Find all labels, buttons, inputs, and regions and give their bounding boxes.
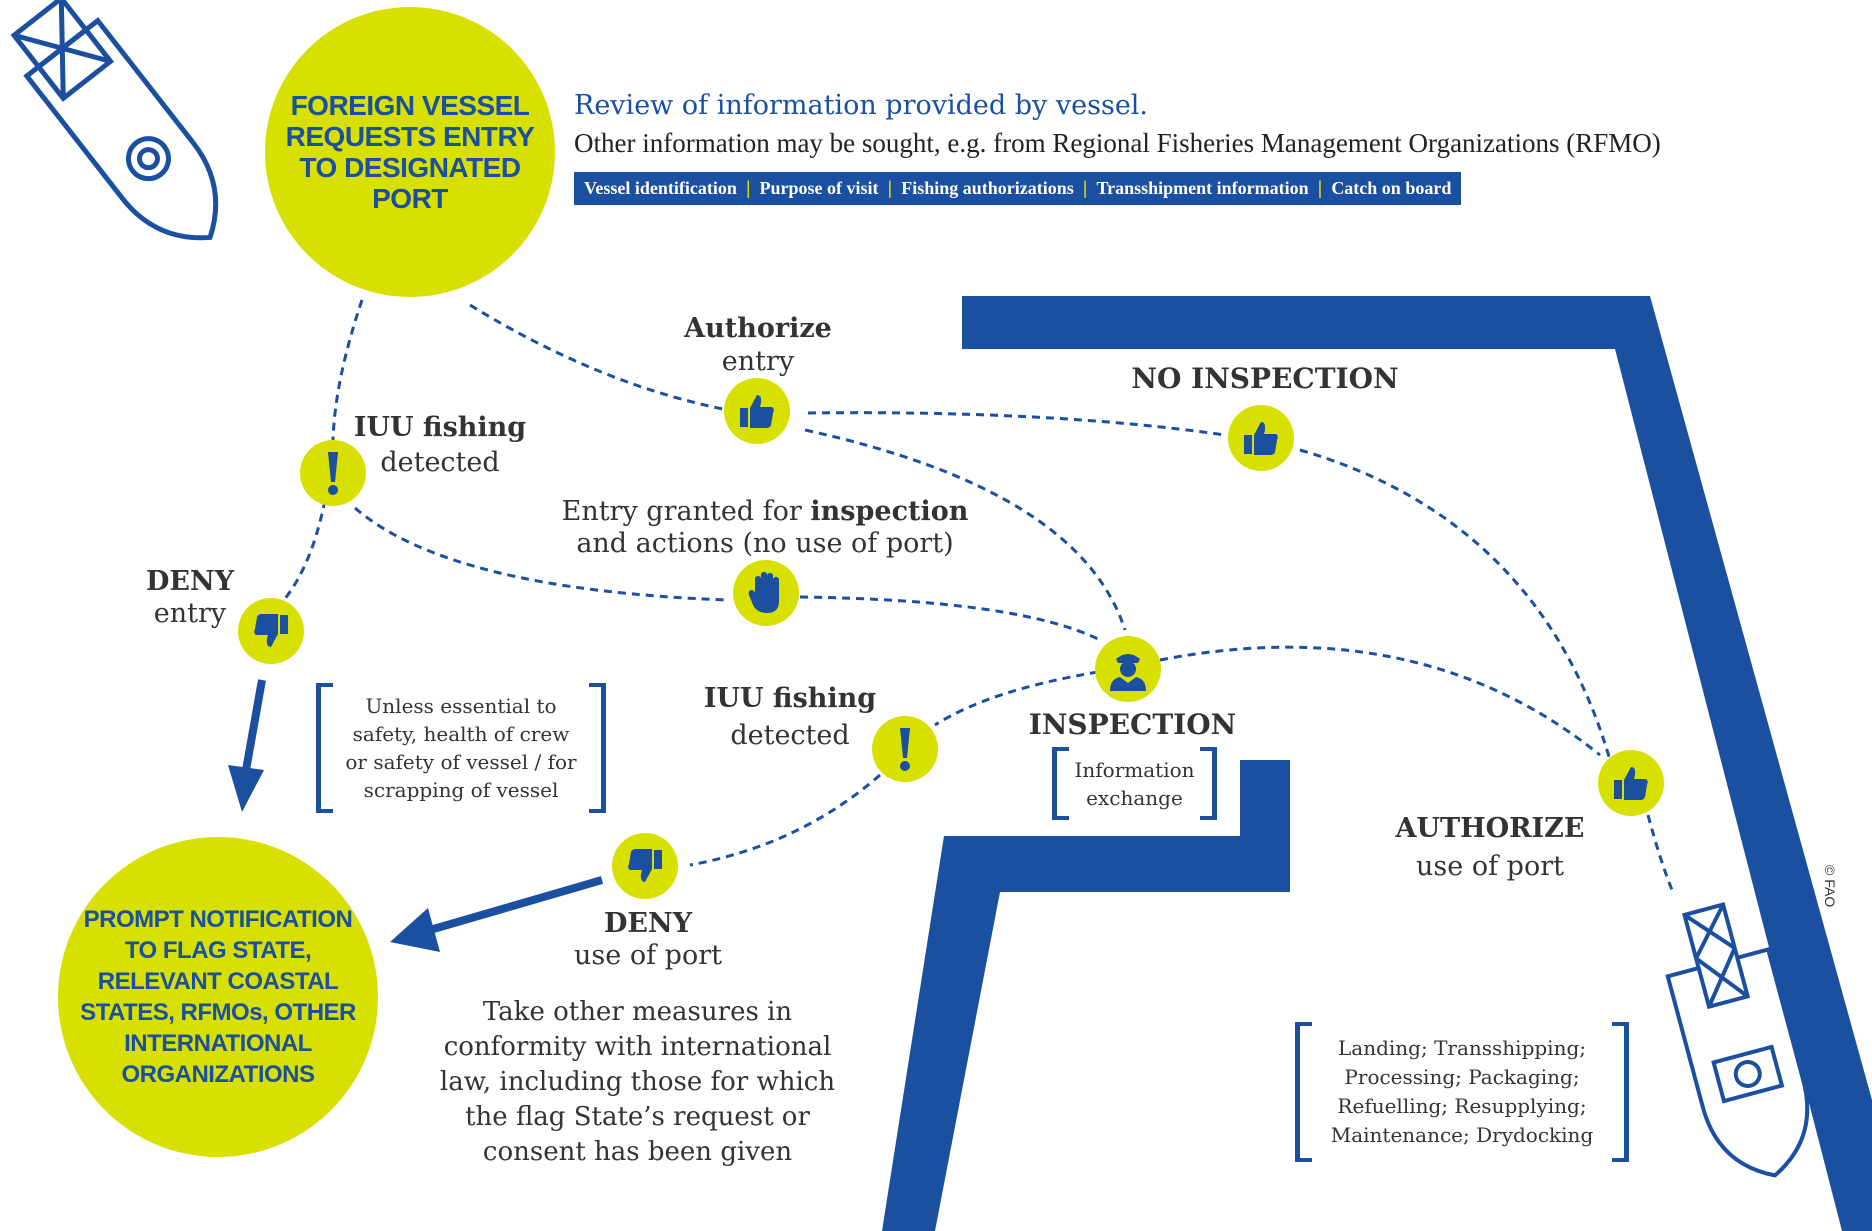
entry-inspection-pre: Entry granted for <box>561 496 802 527</box>
deny-use-label: DENY use of port <box>548 908 748 972</box>
info-item: Purpose of visit <box>759 178 879 198</box>
credit-text: © FAO <box>1822 865 1838 908</box>
path-inspection-to-iuu-mid <box>934 670 1099 727</box>
deny-use-bold: DENY <box>604 908 692 939</box>
other-measures-text: Take other measures in conformity with i… <box>439 997 836 1167</box>
path-authorize-to-inspection <box>804 428 1127 631</box>
iuu-top-bold: IUU fishing <box>353 412 527 443</box>
unless-box: Unless essential to safety, health of cr… <box>316 683 606 813</box>
inspection-node <box>1095 636 1161 702</box>
iuu-mid-normal: detected <box>730 720 850 751</box>
info-item: Vessel identification <box>584 178 737 198</box>
deny-use-normal: use of port <box>574 940 722 971</box>
unless-text: Unless essential to safety, health of cr… <box>345 694 577 802</box>
info-separator: | <box>887 178 893 198</box>
review-subtitle: Other information may be sought, e.g. fr… <box>574 128 1661 158</box>
pier-stub <box>1240 760 1290 842</box>
inspection-text: INSPECTION <box>1028 708 1237 741</box>
thumbs-up-icon <box>1614 767 1648 800</box>
authorize-entry-normal: entry <box>721 346 795 377</box>
iuu-top-normal: detected <box>380 447 500 478</box>
path-authorize-use-to-vessel <box>1646 814 1674 891</box>
no-inspection-node <box>1228 405 1294 471</box>
thumbs-down-icon <box>628 849 662 882</box>
deny-entry-normal: entry <box>153 598 227 629</box>
authorize-entry-bold: Authorize <box>684 313 832 344</box>
foreign-vessel-text: FOREIGN VESSEL REQUESTS ENTRY TO DESIGNA… <box>285 90 535 214</box>
other-measures-label: Take other measures in conformity with i… <box>425 995 850 1170</box>
iuu-mid-node <box>872 716 938 782</box>
vessel-bottom-right-icon <box>1665 902 1810 1178</box>
no-inspection-label: NO INSPECTION <box>1110 362 1420 395</box>
authorize-entry-label: Authorize entry <box>658 312 858 378</box>
path-iuu-to-hand <box>354 506 729 602</box>
pier-lower <box>882 836 1290 1231</box>
thumbs-up-icon <box>740 395 774 428</box>
foreign-vessel-circle: FOREIGN VESSEL REQUESTS ENTRY TO DESIGNA… <box>265 7 555 297</box>
exclamation-icon <box>328 452 338 495</box>
hand-stop-icon <box>748 572 779 613</box>
deny-entry-bold: DENY <box>146 566 234 597</box>
port-uses-text: Landing; Transshipping; Processing; Pack… <box>1330 1036 1594 1147</box>
thumbs-down-icon <box>254 614 288 647</box>
arrow-deny-use-to-notification <box>390 876 604 952</box>
iuu-mid-label: IUU fishing detected <box>690 680 890 754</box>
path-noinspection-to-authorize-use <box>1299 448 1612 761</box>
authorize-use-label: AUTHORIZE use of port <box>1370 810 1610 886</box>
path-inspection-to-authorize-use <box>1159 645 1601 757</box>
path-vessel-to-authorize <box>469 303 729 412</box>
review-title: Review of information provided by vessel… <box>574 90 1149 121</box>
path-hand-to-inspection <box>799 595 1101 642</box>
path-iuu-to-deny <box>273 499 327 612</box>
deny-entry-label: DENY entry <box>130 566 250 630</box>
review-info-bar: Vessel identification | Purpose of visit… <box>574 172 1462 205</box>
iuu-top-label: IUU fishing detected <box>340 410 540 480</box>
information-exchange-box: Information exchange <box>1052 747 1217 820</box>
info-separator: | <box>745 178 751 198</box>
path-vessel-to-iuu <box>331 299 364 441</box>
authorize-use-normal: use of port <box>1416 851 1564 882</box>
path-iuu-mid-to-deny <box>689 773 881 867</box>
arrow-deny-to-notification <box>228 679 266 812</box>
path-authorize-to-noinspection <box>807 411 1226 437</box>
prompt-notification-text: PROMPT NOTIFICATION TO FLAG STATE, RELEV… <box>80 906 356 1088</box>
entry-inspection-bold: inspection <box>810 496 969 527</box>
iuu-top-node <box>300 440 366 506</box>
inspector-icon <box>1110 654 1146 691</box>
iuu-mid-bold: IUU fishing <box>703 683 877 714</box>
vessel-top-left-icon <box>10 0 219 241</box>
entry-inspection-label: Entry granted for inspection and actions… <box>545 496 985 560</box>
prompt-notification-circle: PROMPT NOTIFICATION TO FLAG STATE, RELEV… <box>58 837 378 1157</box>
deny-entry-node <box>238 598 304 664</box>
port-uses-box: Landing; Transshipping; Processing; Pack… <box>1295 1022 1629 1162</box>
no-inspection-text: NO INSPECTION <box>1131 362 1399 395</box>
authorize-use-node <box>1598 750 1664 816</box>
info-separator: | <box>1082 178 1088 198</box>
info-item: Catch on board <box>1331 178 1452 198</box>
info-separator: | <box>1317 178 1323 198</box>
entry-inspection-line2: and actions (no use of port) <box>576 528 954 559</box>
info-item: Fishing authorizations <box>901 178 1074 198</box>
inspection-entry-node <box>733 560 799 626</box>
info-item: Transshipment information <box>1096 178 1309 198</box>
thumbs-up-icon <box>1244 422 1278 455</box>
information-exchange-text: Information exchange <box>1074 757 1195 810</box>
authorize-use-bold: AUTHORIZE <box>1395 813 1585 844</box>
deny-use-node <box>612 833 678 899</box>
authorize-entry-node <box>724 378 790 444</box>
exclamation-icon <box>900 728 910 771</box>
inspection-label: INSPECTION <box>1020 708 1245 741</box>
